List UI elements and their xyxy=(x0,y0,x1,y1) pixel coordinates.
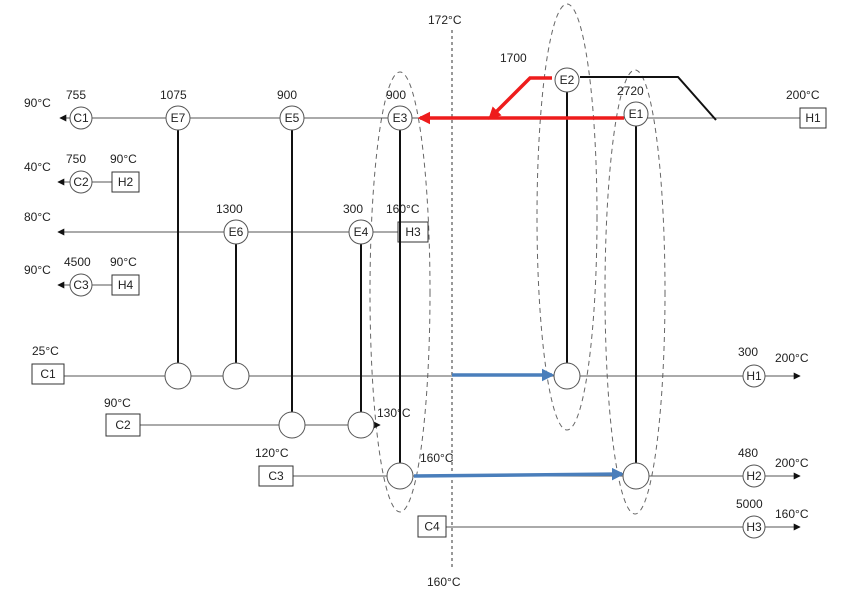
h4-box xyxy=(111,274,140,296)
heater-h3-duty: 5000 xyxy=(736,497,763,511)
c4-box xyxy=(417,515,447,538)
e2-branch-line xyxy=(580,76,717,121)
match-node-e4-c2 xyxy=(347,411,375,439)
h2-end-temp: 40°C xyxy=(24,160,51,174)
exchanger-e3-duty: 900 xyxy=(386,88,406,102)
exchanger-e7-label: E7 xyxy=(171,111,186,125)
h3-box xyxy=(397,221,429,243)
cooler-c3-node xyxy=(69,273,93,297)
pinch-top-temp: 172°C xyxy=(428,13,462,27)
exchanger-e6-label: E6 xyxy=(229,225,244,239)
cooler-c1-duty: 755 xyxy=(66,88,86,102)
exchanger-e1-node xyxy=(623,101,649,127)
exchanger-e4-label: E4 xyxy=(354,225,369,239)
h1-box-label: H1 xyxy=(805,111,821,125)
h1-box xyxy=(799,107,827,129)
heater-h3-label: H3 xyxy=(746,520,762,534)
heater-h2-node xyxy=(742,464,766,488)
heater-h1-node xyxy=(742,364,766,388)
exchanger-e2-node xyxy=(554,67,580,93)
exchanger-e4-node xyxy=(348,219,374,245)
exchanger-e5-label: E5 xyxy=(285,111,300,125)
cooler-c3-label: C3 xyxy=(73,278,89,292)
c1-box-label: C1 xyxy=(40,367,56,381)
c2-box xyxy=(105,413,141,437)
match-node-e3-c3 xyxy=(386,462,414,490)
c3-box-label: C3 xyxy=(268,469,284,483)
h1-end-temp: 90°C xyxy=(24,96,51,110)
exchanger-e2-label: E2 xyxy=(560,73,575,87)
exchanger-e3-node xyxy=(387,105,413,131)
exchanger-e1-duty: 2720 xyxy=(617,84,644,98)
exchanger-e5-duty: 900 xyxy=(277,88,297,102)
exchanger-e2-duty: 1700 xyxy=(500,51,527,65)
blue-arrow-c3 xyxy=(413,467,625,481)
h2-box xyxy=(111,171,140,193)
exchanger-e7-node xyxy=(165,105,191,131)
exchanger-e7-duty: 1075 xyxy=(160,88,187,102)
red-path-arrow xyxy=(488,76,552,120)
h1-start-temp: 200°C xyxy=(786,88,820,102)
c4-box-label: C4 xyxy=(424,520,440,534)
h2-box-label: H2 xyxy=(118,175,134,189)
match-ellipse-e3 xyxy=(369,71,431,513)
c1-end-temp: 200°C xyxy=(775,351,809,365)
exchanger-e5-node xyxy=(279,105,305,131)
c1-start-temp: 25°C xyxy=(32,344,59,358)
c3-end-temp: 200°C xyxy=(775,456,809,470)
cooler-c3-duty: 4500 xyxy=(64,255,91,269)
cooler-c2-node xyxy=(69,170,93,194)
h3-box-label: H3 xyxy=(405,225,421,239)
heater-h3-node xyxy=(742,515,766,539)
heater-h1-label: H1 xyxy=(746,369,762,383)
c4-end-temp: 160°C xyxy=(775,507,809,521)
h3-start-temp: 160°C xyxy=(386,202,420,216)
match-node-e1-c3 xyxy=(622,462,650,490)
h4-end-temp: 90°C xyxy=(24,263,51,277)
heater-h2-duty: 480 xyxy=(738,446,758,460)
match-node-e5-c2 xyxy=(278,411,306,439)
heater-h1-duty: 300 xyxy=(738,345,758,359)
c3-mid-temp: 160°C xyxy=(420,451,454,465)
c3-start-temp: 120°C xyxy=(255,446,289,460)
match-ellipse-e1 xyxy=(604,69,666,515)
pinch-bottom-temp: 160°C xyxy=(427,575,461,589)
cooler-c1-label: C1 xyxy=(73,111,89,125)
exchanger-e3-label: E3 xyxy=(393,111,408,125)
c2-box-label: C2 xyxy=(115,418,131,432)
exchanger-e4-duty: 300 xyxy=(343,202,363,216)
h2-start-temp: 90°C xyxy=(110,152,137,166)
match-node-e2-c1 xyxy=(553,362,581,390)
exchanger-e6-duty: 1300 xyxy=(216,202,243,216)
match-ellipse-e2 xyxy=(536,3,598,431)
exchanger-e1-label: E1 xyxy=(629,107,644,121)
h4-box-label: H4 xyxy=(118,278,134,292)
exchanger-e6-node xyxy=(223,219,249,245)
c1-box xyxy=(31,363,65,385)
heater-h2-label: H2 xyxy=(746,469,762,483)
match-node-e7-c1 xyxy=(164,362,192,390)
h3-end-temp: 80°C xyxy=(24,210,51,224)
cooler-c1-node xyxy=(69,106,93,130)
c2-end-temp: 130°C xyxy=(377,406,411,420)
c2-start-temp: 90°C xyxy=(104,396,131,410)
cooler-c2-duty: 750 xyxy=(66,152,86,166)
match-node-e6-c1 xyxy=(222,362,250,390)
h4-start-temp: 90°C xyxy=(110,255,137,269)
cooler-c2-label: C2 xyxy=(73,175,89,189)
c3-box xyxy=(258,465,294,487)
